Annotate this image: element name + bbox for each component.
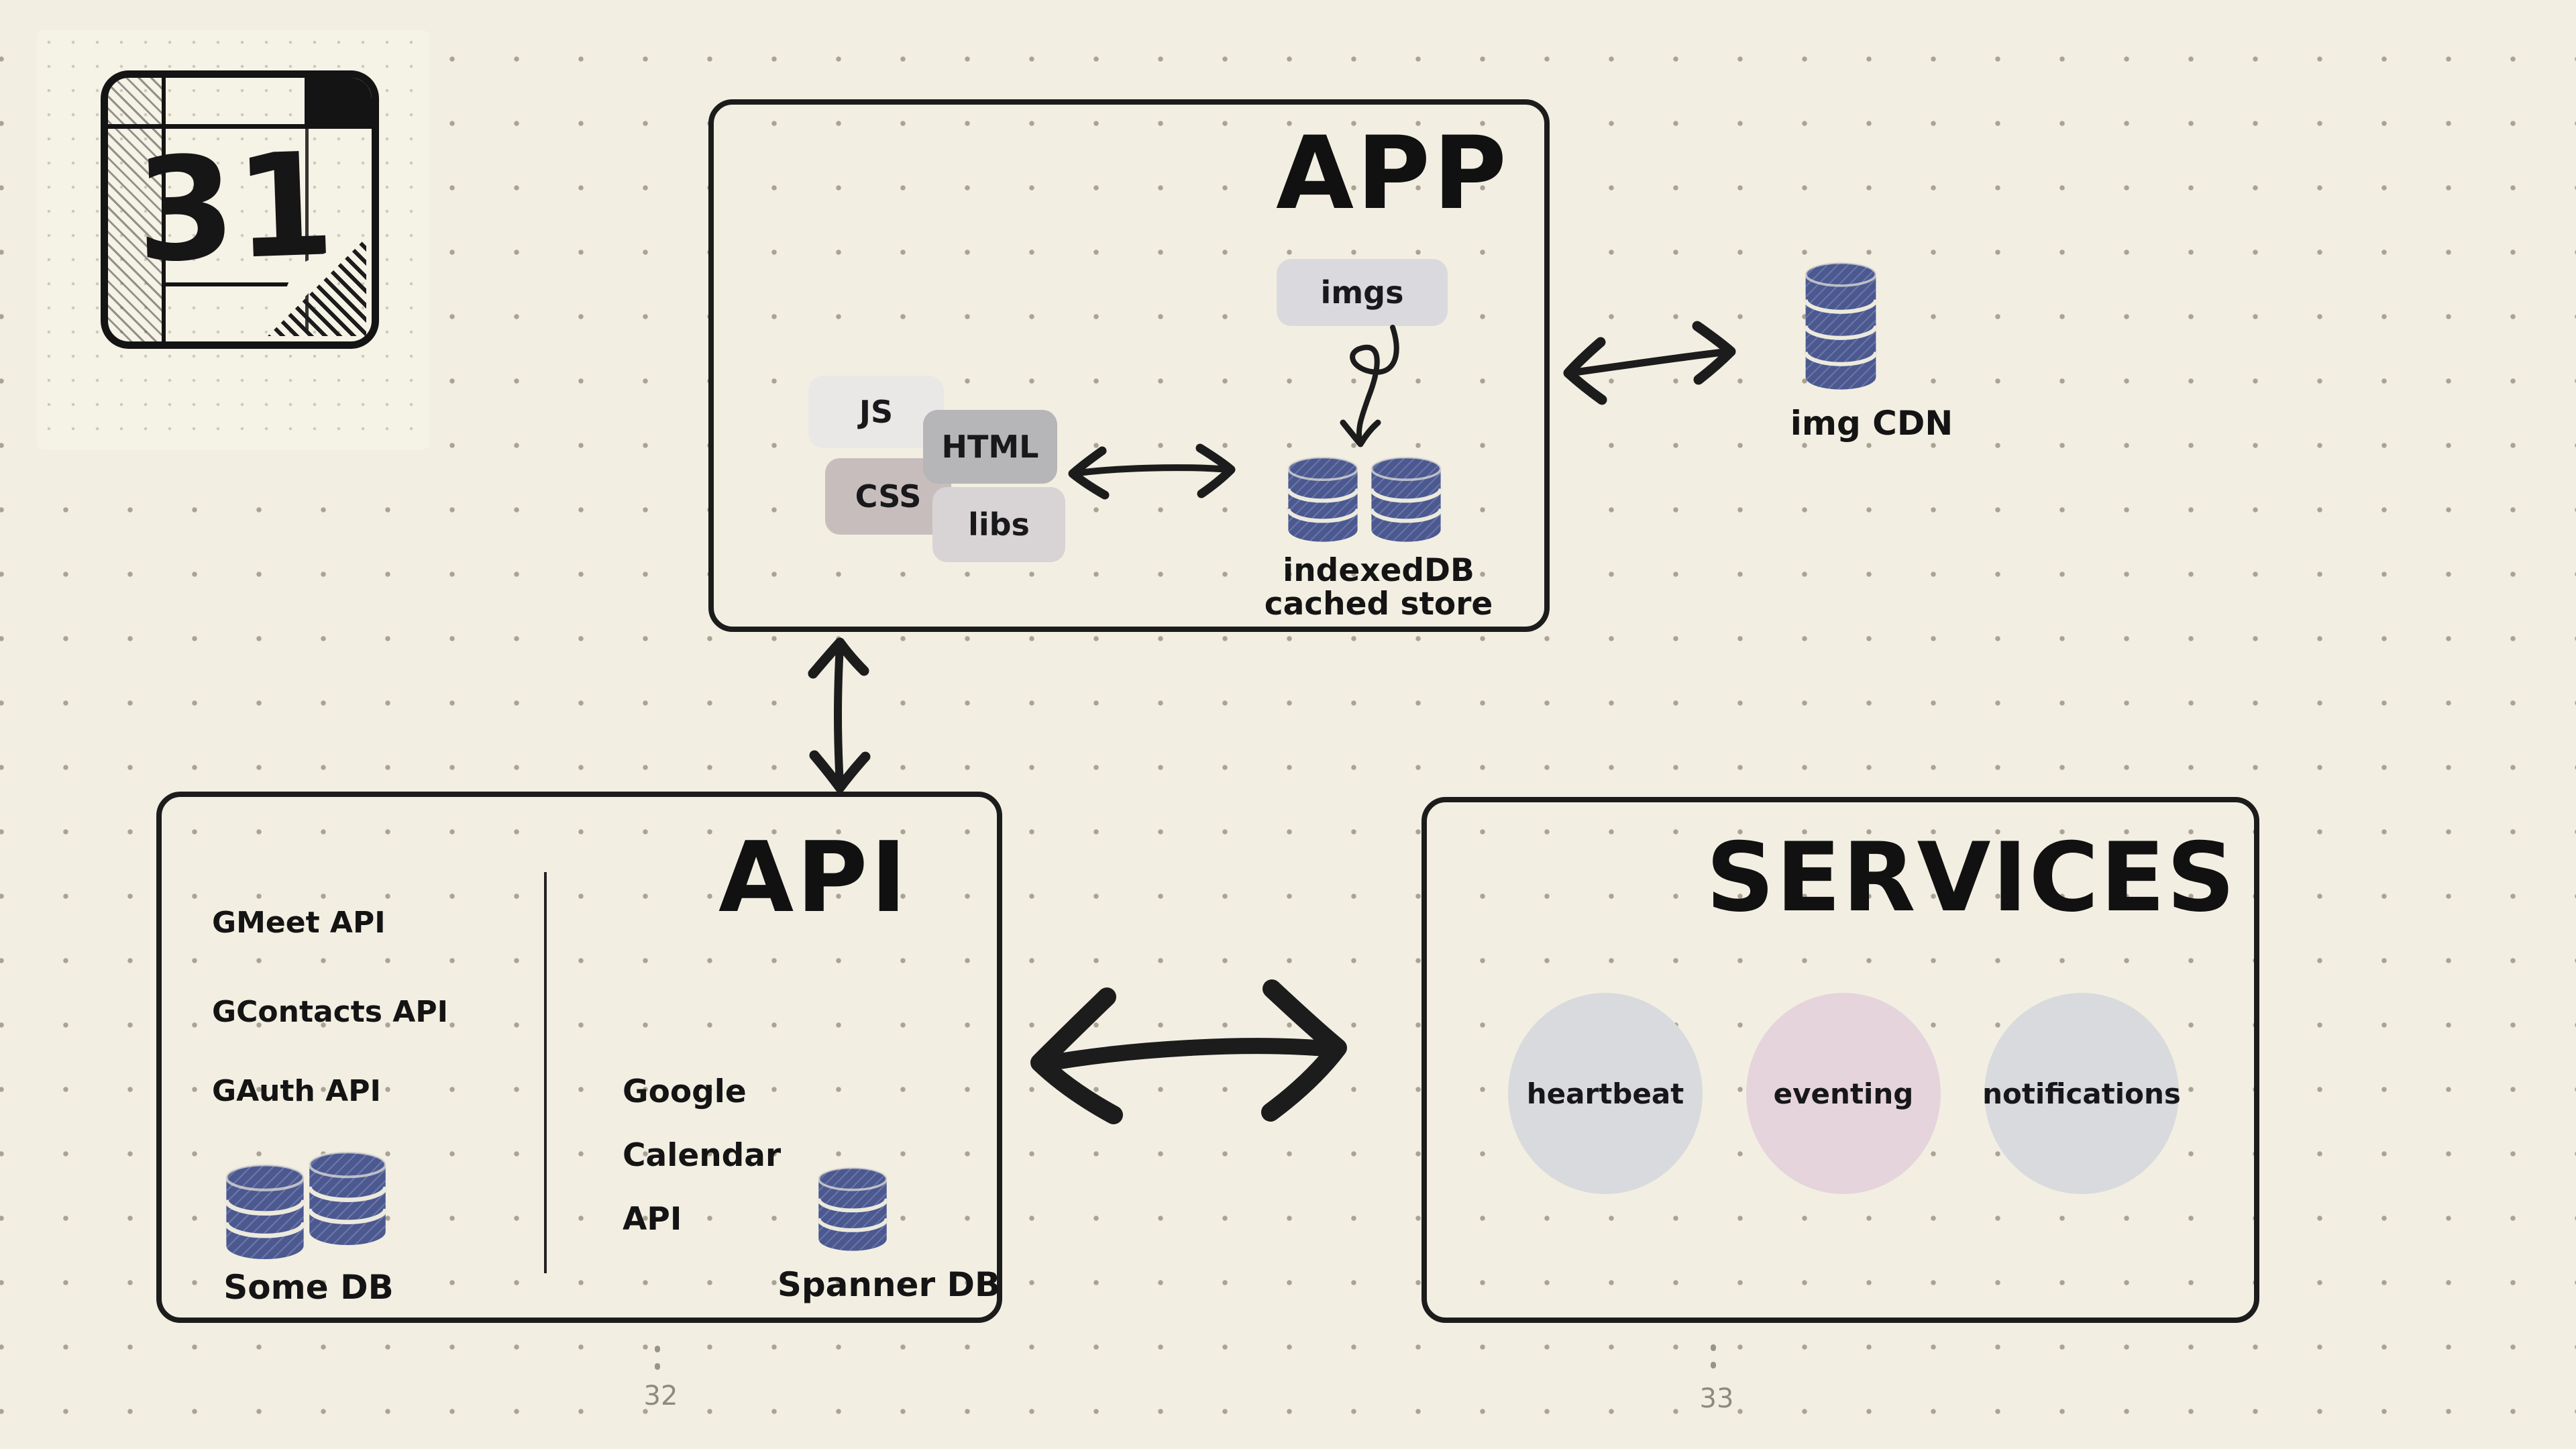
api-item-gcontacts: GContacts API <box>212 995 448 1029</box>
page-separator-dot <box>655 1346 660 1352</box>
js-chip-label: JS <box>859 394 894 430</box>
some-db-cylinder-front-icon <box>220 1161 310 1263</box>
chips-cache-arrow <box>1068 443 1236 500</box>
page-separator-dot <box>1711 1362 1716 1368</box>
services-box[interactable]: SERVICES heartbeat eventing notification… <box>1421 797 2259 1323</box>
api-item-gmeet: GMeet API <box>212 906 386 940</box>
imgs-to-cache-arrow <box>1340 325 1399 447</box>
calendar-corner-block <box>305 78 372 129</box>
page-separator-dot <box>655 1363 660 1370</box>
eventing-label: eventing <box>1773 1077 1914 1110</box>
api-box-title: API <box>718 821 910 934</box>
google-calendar-line3: API <box>623 1201 682 1238</box>
imgs-chip-label: imgs <box>1320 274 1404 311</box>
calendar-icon[interactable]: 31 <box>101 70 379 349</box>
spanner-db-cylinder-icon <box>813 1159 892 1258</box>
spanner-db-label: Spanner DB <box>777 1265 1001 1304</box>
calendar-right-line <box>305 129 309 332</box>
google-calendar-line1: Google <box>623 1073 747 1110</box>
api-item-google-calendar: Google Calendar API <box>623 1060 781 1251</box>
service-circle-notifications[interactable]: notifications <box>1982 993 2181 1194</box>
indexeddb-label-line2: cached store <box>1264 586 1493 623</box>
app-box-title: APP <box>1276 115 1509 232</box>
calendar-left-column <box>108 78 166 341</box>
indexeddb-label: indexedDB cached store <box>1254 554 1503 621</box>
services-box-title: SERVICES <box>1706 822 2237 933</box>
api-item-gauth: GAuth API <box>212 1074 381 1108</box>
some-db-label: Some DB <box>223 1268 394 1307</box>
js-chip[interactable]: JS <box>808 376 944 448</box>
calendar-day-number: 31 <box>133 121 337 294</box>
app-api-arrow <box>808 637 871 793</box>
css-chip-label: CSS <box>855 478 922 515</box>
libs-chip-label: libs <box>968 506 1030 543</box>
google-calendar-line2: Calendar <box>623 1137 782 1174</box>
app-box[interactable]: APP JS CSS libs HTML imgs <box>708 99 1550 632</box>
page-number-33: 33 <box>1699 1383 1734 1414</box>
indexeddb-cylinder-right-icon <box>1366 455 1446 543</box>
some-db-cylinder-back-icon <box>303 1144 392 1252</box>
libs-chip[interactable]: libs <box>932 487 1065 562</box>
img-cdn-cylinder-icon <box>1800 260 1882 391</box>
indexeddb-cylinder-left-icon <box>1283 455 1363 543</box>
imgs-chip[interactable]: imgs <box>1277 259 1448 326</box>
api-box-divider <box>544 872 547 1273</box>
html-chip[interactable]: HTML <box>923 410 1057 484</box>
service-circle-eventing[interactable]: eventing <box>1746 993 1941 1194</box>
service-circle-heartbeat[interactable]: heartbeat <box>1508 993 1703 1194</box>
img-cdn-label: img CDN <box>1790 404 1953 443</box>
api-services-arrow <box>1030 979 1347 1124</box>
html-chip-label: HTML <box>941 429 1039 465</box>
page-separator-dot <box>1711 1344 1716 1351</box>
calendar-bottom-line <box>166 282 297 286</box>
notifications-label: notifications <box>1982 1077 2181 1110</box>
indexeddb-label-line1: indexedDB <box>1283 552 1474 589</box>
api-box[interactable]: API GMeet API GContacts API GAuth API Go… <box>156 792 1002 1323</box>
page-number-32: 32 <box>643 1381 678 1411</box>
app-cdn-arrow <box>1563 321 1736 405</box>
heartbeat-label: heartbeat <box>1526 1077 1684 1110</box>
calendar-header-row <box>108 78 372 129</box>
